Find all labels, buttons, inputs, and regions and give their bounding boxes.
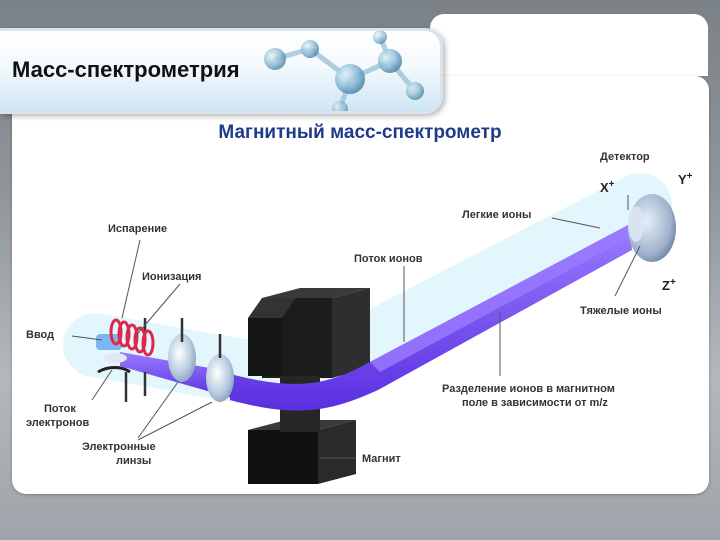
label-electron-flow-2: электронов: [26, 417, 89, 429]
slide-content-area: [12, 76, 709, 494]
label-x-ion: X+: [600, 179, 615, 195]
label-lenses-2: линзы: [116, 455, 151, 467]
label-electron-flow: Поток: [44, 403, 76, 415]
label-heavy-ions: Тяжелые ионы: [580, 305, 662, 317]
label-ion-flow: Поток ионов: [354, 253, 423, 265]
leader-lines: [71, 195, 641, 459]
lens-icon: [124, 318, 234, 402]
label-lenses: Электронные: [82, 441, 156, 453]
magnet-front: [248, 298, 296, 376]
label-detector: Детектор: [600, 151, 650, 163]
coil-icon: [96, 318, 155, 374]
molecule-icon: [264, 31, 424, 111]
label-y-ion: Y+: [678, 171, 693, 187]
label-evaporation: Испарение: [108, 223, 167, 235]
ion-beam-curved: [230, 224, 632, 411]
label-separation-2: поле в зависимости от m/z: [462, 397, 608, 409]
label-light-ions: Легкие ионы: [462, 209, 531, 221]
label-ionization: Ионизация: [142, 271, 201, 283]
slide-title: Масс-спектрометрия: [12, 57, 240, 82]
title-banner: [0, 28, 443, 114]
label-separation: Разделение ионов в магнитном: [442, 383, 615, 395]
label-z-ion: Z+: [662, 277, 676, 293]
label-magnet: Магнит: [362, 453, 401, 465]
top-strip: [430, 14, 708, 76]
label-inlet: Ввод: [26, 329, 54, 341]
diagram-title: Магнитный масс-спектрометр: [218, 122, 502, 143]
